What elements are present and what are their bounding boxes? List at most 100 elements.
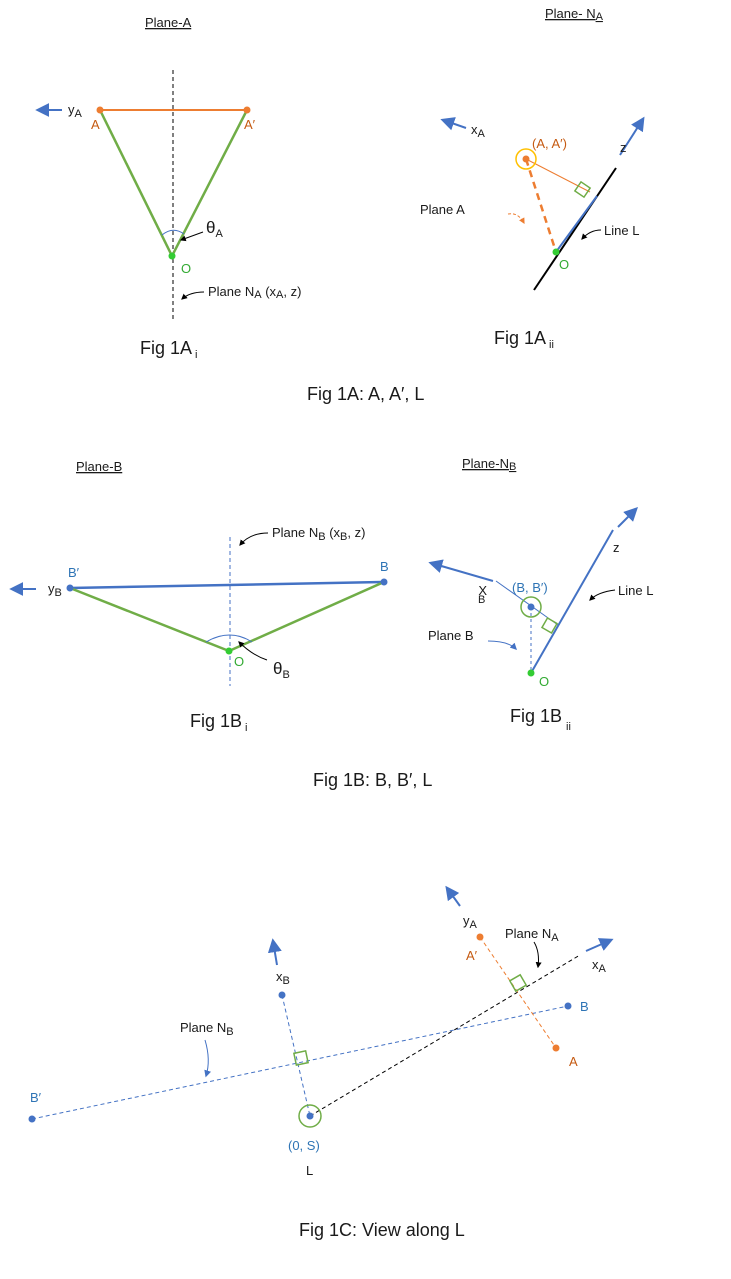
- plane-na-title: Plane- NA: [545, 6, 604, 23]
- point-xb: [278, 991, 286, 999]
- point-a-prime-c: [476, 933, 484, 941]
- label-os: (0, S): [288, 1138, 320, 1153]
- plane-b-pointer: [487, 640, 517, 650]
- label-theta-a: θA: [206, 218, 223, 240]
- x-a-arrow: [440, 117, 467, 131]
- right-angle-mark: [573, 180, 592, 199]
- line-l-segment: [555, 195, 598, 253]
- plane-b-title: Plane-B: [76, 459, 122, 474]
- point-o-b: [225, 647, 233, 655]
- caption-fig-1b-ii: Fig 1Bii: [510, 706, 571, 733]
- plane-nb-pointer-c: [204, 1039, 212, 1078]
- line-a-o: [98, 109, 174, 257]
- point-b-c: [564, 1002, 572, 1010]
- point-l-ring: [298, 1104, 322, 1128]
- z-arrow: [619, 116, 645, 156]
- label-line-l: Line L: [604, 223, 639, 238]
- point-aa: [522, 155, 530, 163]
- right-angle-mark-nb: [292, 1049, 310, 1067]
- x-a-arrow-c: [585, 938, 614, 952]
- label-b-prime: B′: [68, 565, 80, 580]
- label-o: O: [181, 261, 191, 276]
- y-a-dashed: [479, 936, 557, 1049]
- label-b: B: [380, 559, 389, 574]
- label-x-a: xA: [471, 122, 486, 140]
- point-bb: [527, 603, 535, 611]
- fig-1b-i: Plane-B yB B′ B Plane NB (xB, z) θB O Fi…: [9, 459, 389, 734]
- label-y-a-c: yA: [463, 913, 478, 931]
- label-plane-nb: Plane NB (xB, z): [272, 525, 365, 543]
- label-b-c: B: [580, 999, 589, 1014]
- label-a-prime: A′: [244, 117, 256, 132]
- theta-b-pointer: [238, 641, 268, 661]
- point-b-prime: [66, 584, 74, 592]
- label-y-a: yA: [68, 102, 83, 120]
- point-b: [380, 578, 388, 586]
- x-b-dashed: [281, 994, 311, 1117]
- point-bb-ring: [520, 596, 542, 618]
- line-a-prime-o: [170, 109, 249, 257]
- z-b-arrow: [617, 507, 638, 528]
- label-bb: (B, B′): [512, 580, 548, 595]
- plane-a-pointer: [507, 213, 525, 225]
- plane-na-pointer-c: [533, 941, 542, 969]
- label-o2: O: [559, 257, 569, 272]
- plane-a-title: Plane-A: [145, 15, 192, 30]
- label-o-b2: O: [539, 674, 549, 689]
- fig-1a-i: Plane-A yA A A′ θA O Plane NA (xA, z) Fi…: [35, 15, 301, 361]
- label-z-b: z: [613, 540, 620, 555]
- point-o: [168, 252, 176, 260]
- label-a-c: A: [569, 1054, 578, 1069]
- label-plane-nb-c: Plane NB: [180, 1020, 234, 1038]
- right-angle-mark-na: [508, 973, 528, 993]
- caption-fig-1c: Fig 1C: View along L: [299, 1220, 465, 1240]
- line-l-b-pointer: [589, 589, 616, 601]
- label-theta-b: θB: [273, 659, 290, 681]
- point-b-prime-c: [28, 1115, 36, 1123]
- fig-1a-ii: Plane- NA z xA (A, A′) Plane A Line L O …: [420, 6, 645, 351]
- line-l-pointer: [581, 229, 602, 240]
- right-angle-mark-b: [540, 616, 559, 635]
- fig-1c: xB B′ B Plane NB xA yA A′ A Plane NA (0,…: [28, 885, 614, 1178]
- theta-a-arc: [161, 229, 185, 236]
- label-a: A: [91, 117, 100, 132]
- label-l: L: [306, 1163, 313, 1178]
- line-b-o: [228, 580, 385, 653]
- label-y-b: yB: [48, 581, 62, 599]
- line-l-b: [530, 529, 614, 674]
- x-a-dashed: [309, 954, 581, 1117]
- point-aa-ring: [515, 148, 537, 170]
- label-o-b: O: [234, 654, 244, 669]
- label-a-prime-c: A′: [466, 948, 478, 963]
- label-line-l-b: Line L: [618, 583, 653, 598]
- point-o-b2: [527, 669, 535, 677]
- perpendicular-to-l: [525, 158, 591, 193]
- point-o2: [552, 248, 560, 256]
- point-a: [96, 106, 104, 114]
- plane-a-dashed: [524, 158, 558, 253]
- point-a-prime: [243, 106, 251, 114]
- plane-na-pointer: [181, 291, 205, 300]
- x-b-arrow: [428, 559, 494, 582]
- point-l: [306, 1112, 314, 1120]
- label-plane-b: Plane B: [428, 628, 474, 643]
- plane-nb-pointer: [239, 532, 269, 546]
- caption-fig-1a: Fig 1A: A, A′, L: [307, 384, 424, 404]
- plane-nb-dashed: [31, 1005, 569, 1120]
- x-b-arrow-c: [267, 938, 282, 966]
- label-aa: (A, A′): [532, 136, 567, 151]
- label-plane-a: Plane A: [420, 202, 465, 217]
- label-x-b-c: xB: [276, 969, 290, 987]
- y-a-arrow-c: [445, 885, 461, 907]
- point-a-c: [552, 1044, 560, 1052]
- caption-fig-1b: Fig 1B: B, B′, L: [313, 770, 432, 790]
- label-plane-na: Plane NA (xA, z): [208, 284, 301, 301]
- label-b-prime-c: B′: [30, 1090, 42, 1105]
- theta-a-pointer: [179, 231, 204, 242]
